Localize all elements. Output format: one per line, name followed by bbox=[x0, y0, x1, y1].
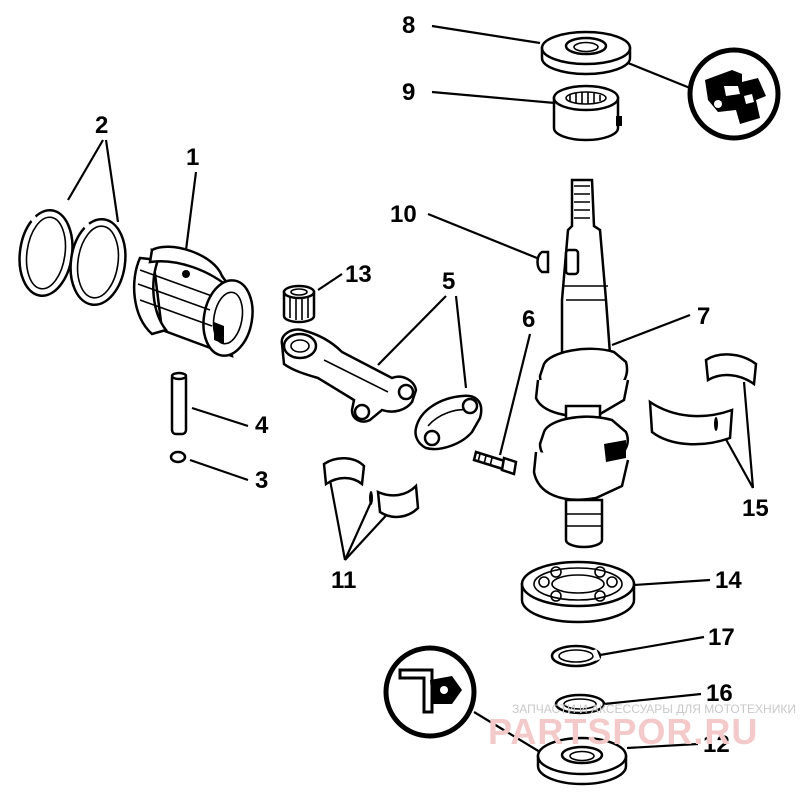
callout-14: 14 bbox=[715, 567, 742, 594]
part-5-connecting-rod bbox=[280, 328, 483, 451]
part-3-retaining-ring bbox=[169, 450, 187, 464]
part-6-rod-screw bbox=[472, 450, 518, 476]
callout-5: 5 bbox=[442, 268, 455, 295]
leader-lines bbox=[67, 24, 755, 753]
sealer-tube-icon bbox=[687, 47, 781, 141]
callout-8: 8 bbox=[402, 12, 415, 39]
callout-15: 15 bbox=[742, 495, 769, 522]
callout-9: 9 bbox=[402, 79, 415, 106]
callout-13: 13 bbox=[345, 261, 372, 288]
callout-12: 12 bbox=[703, 731, 730, 758]
watermark-site: PARTSPOR.RU bbox=[488, 711, 758, 752]
part-12-oil-seal bbox=[536, 736, 628, 786]
part-2-piston-rings bbox=[18, 209, 127, 306]
part-4-wrist-pin bbox=[170, 371, 188, 436]
callout-3: 3 bbox=[255, 467, 268, 494]
watermark: ЗАПЧАСТИ И АКСЕССУАРЫ ДЛЯ МОТОТЕХНИКИ PA… bbox=[488, 702, 796, 752]
callout-1: 1 bbox=[186, 144, 199, 171]
callout-7: 7 bbox=[697, 303, 710, 330]
callout-16: 16 bbox=[706, 680, 733, 707]
part-11-rod-bearing-halves bbox=[322, 457, 420, 519]
part-14-ball-bearing bbox=[520, 560, 636, 624]
callout-2: 2 bbox=[95, 112, 108, 139]
callout-11: 11 bbox=[331, 567, 356, 594]
part-7-crankshaft bbox=[532, 178, 630, 549]
watermark-tagline: ЗАПЧАСТИ И АКСЕССУАРЫ ДЛЯ МОТОТЕХНИКИ bbox=[512, 702, 796, 716]
part-1-piston bbox=[132, 245, 254, 358]
callout-10: 10 bbox=[390, 201, 417, 228]
part-17-retaining-ring bbox=[550, 644, 602, 668]
callout-6: 6 bbox=[522, 306, 535, 333]
part-8-oil-seal bbox=[540, 30, 632, 76]
part-9-needle-bearing bbox=[552, 84, 622, 142]
grease-tube-icon bbox=[383, 645, 477, 739]
callout-4: 4 bbox=[255, 412, 269, 439]
part-13-wrist-pin-bearing bbox=[282, 284, 316, 324]
part-15-main-bearing-halves bbox=[648, 353, 758, 446]
part-10-woodruff-key bbox=[536, 250, 550, 274]
callout-17: 17 bbox=[708, 624, 735, 651]
part-16-retaining-ring bbox=[554, 693, 606, 715]
